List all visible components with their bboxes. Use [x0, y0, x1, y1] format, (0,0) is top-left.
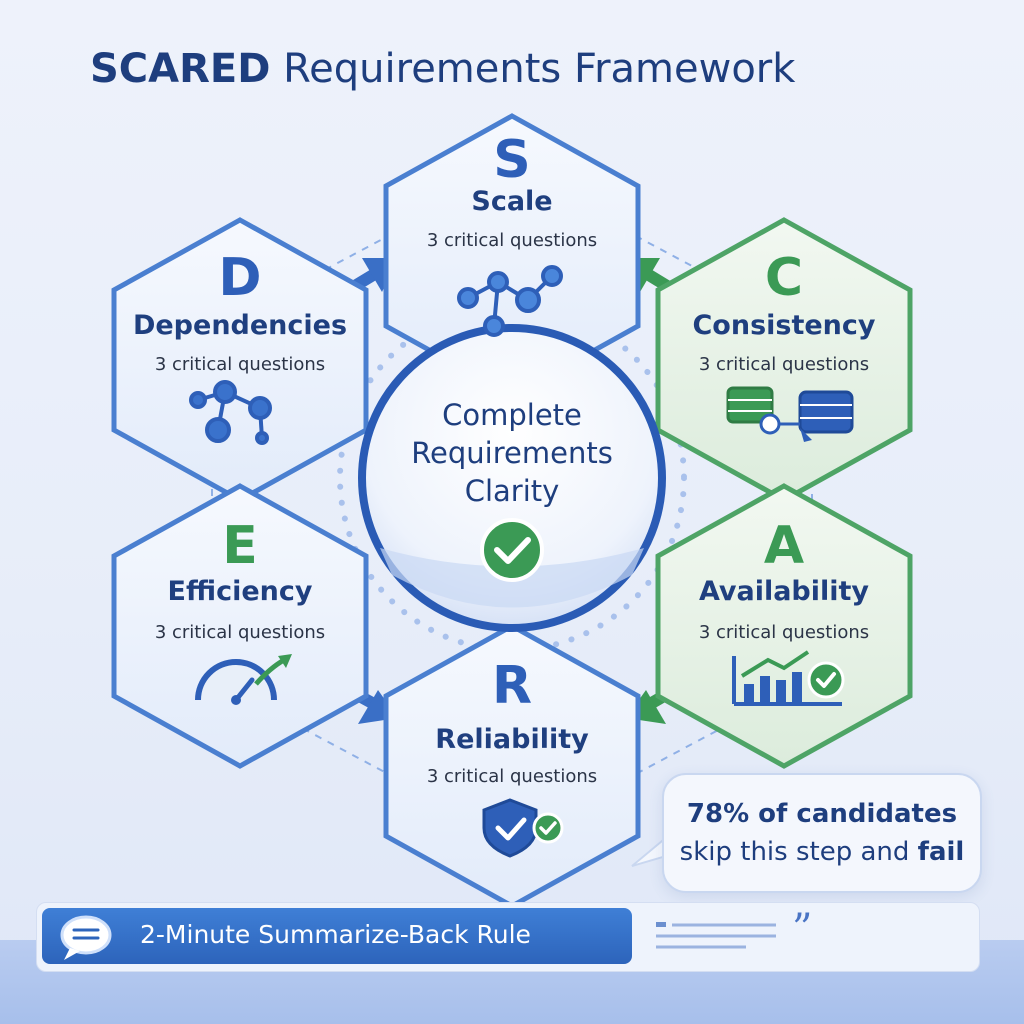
- callout-line-2: skip this step and: [679, 837, 918, 867]
- dotted-ring: [337, 303, 687, 653]
- title-emphasis: SCARED: [90, 46, 271, 92]
- node-name: Availability: [698, 576, 870, 607]
- network-graph-icon: [189, 380, 272, 445]
- quote-icon: ”: [792, 906, 813, 952]
- rule-banner: [42, 908, 632, 964]
- center-line-3: Clarity: [464, 474, 560, 508]
- page-title: SCARED Requirements Framework: [90, 46, 795, 92]
- node-name: Scale: [471, 186, 553, 217]
- check-icon: [480, 518, 544, 582]
- rule-label: 2-Minute Summarize-Back Rule: [140, 920, 531, 949]
- node-subtitle: 3 critical questions: [698, 622, 870, 643]
- node-letter: E: [222, 516, 258, 576]
- title-rest: Requirements Framework: [270, 46, 796, 92]
- node-scale: S Scale 3 critical questions: [386, 130, 638, 380]
- node-name: Efficiency: [167, 576, 313, 607]
- database-sync-icon: [726, 386, 854, 442]
- speech-bubble-icon: [60, 915, 112, 960]
- center-label: Complete Requirements Clarity: [380, 396, 644, 510]
- node-subtitle: 3 critical questions: [426, 230, 598, 251]
- shield-check-icon: [482, 798, 564, 858]
- node-reliability: R Reliability 3 critical questions: [386, 656, 638, 896]
- bar-chart-check-icon: [732, 650, 845, 706]
- node-letter: R: [491, 656, 533, 716]
- node-letter: S: [493, 130, 531, 190]
- callout-line-1: 78% of candidates: [686, 799, 958, 829]
- node-name: Reliability: [435, 724, 589, 755]
- node-efficiency: E Efficiency 3 critical questions: [114, 516, 366, 766]
- node-subtitle: 3 critical questions: [426, 766, 598, 787]
- center-circle: [358, 324, 666, 632]
- center-line-2: Requirements: [411, 436, 613, 470]
- node-dependencies: D Dependencies 3 critical questions: [114, 248, 366, 498]
- node-letter: C: [764, 248, 804, 308]
- node-subtitle: 3 critical questions: [154, 622, 326, 643]
- node-consistency: C Consistency 3 critical questions: [658, 248, 910, 498]
- hex-availability: [655, 483, 913, 769]
- network-nodes-icon: [457, 265, 563, 337]
- center-line-1: Complete: [442, 398, 582, 432]
- callout-emphasis: fail: [917, 837, 965, 867]
- hex-efficiency: [111, 483, 369, 769]
- node-letter: A: [763, 516, 805, 576]
- node-subtitle: 3 critical questions: [698, 354, 870, 375]
- node-subtitle: 3 critical questions: [154, 354, 326, 375]
- callout-text: 78% of candidates skip this step and fai…: [664, 795, 980, 871]
- speedometer-icon: [195, 654, 292, 705]
- node-name: Dependencies: [132, 310, 348, 341]
- stat-callout: 78% of candidates skip this step and fai…: [662, 773, 982, 893]
- text-lines-decoration: [656, 922, 776, 949]
- node-letter: D: [218, 248, 262, 308]
- node-availability: A Availability 3 critical questions: [658, 516, 910, 766]
- node-name: Consistency: [692, 310, 876, 341]
